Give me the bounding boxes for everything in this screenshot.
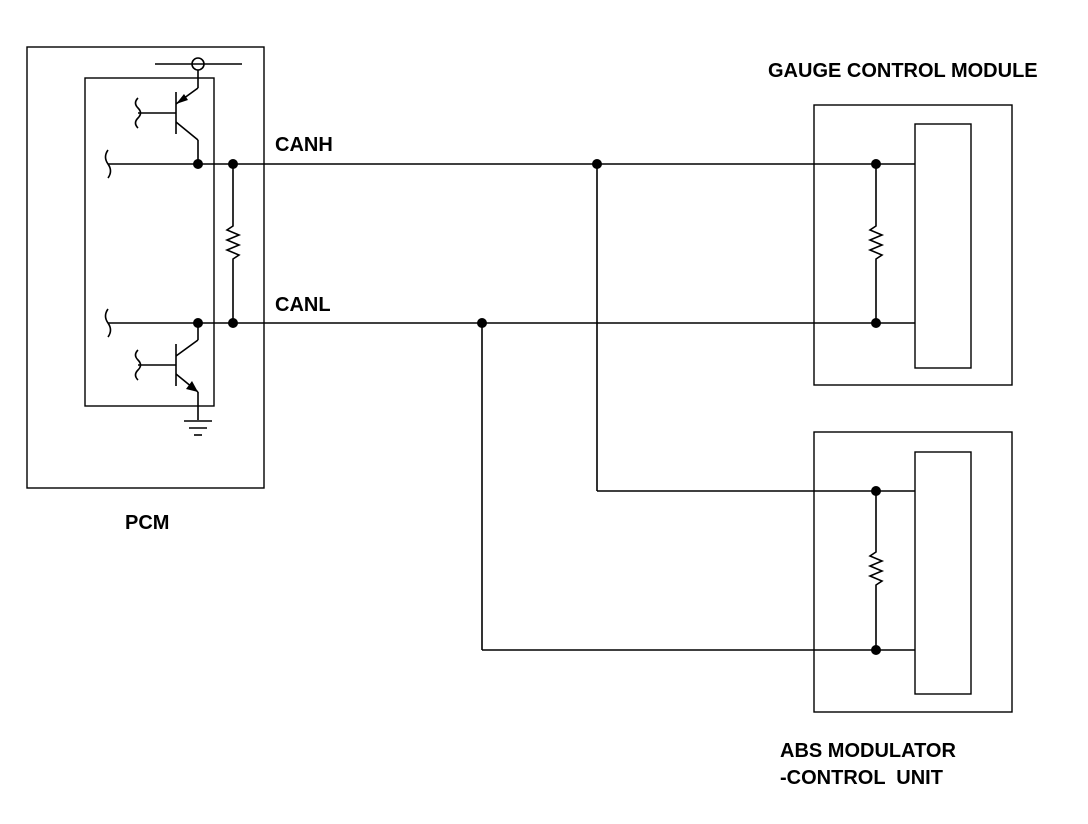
canh-label: CANH bbox=[275, 134, 333, 156]
junction-dots bbox=[193, 159, 881, 655]
abs-label-line1: ABS MODULATOR bbox=[780, 740, 956, 762]
ground-icon bbox=[184, 420, 212, 436]
pcm-outer-box bbox=[26, 46, 265, 489]
abs-termination-resistor bbox=[867, 491, 885, 650]
abs-inner-box bbox=[914, 451, 972, 695]
canl-label: CANL bbox=[275, 294, 331, 316]
gauge-inner-box bbox=[914, 123, 972, 369]
abs-control-unit bbox=[813, 431, 1013, 713]
pcm-termination-resistor bbox=[224, 164, 242, 323]
pcm-module bbox=[26, 46, 265, 489]
gauge-control-module-label: GAUGE CONTROL MODULE bbox=[768, 60, 1038, 82]
gauge-termination-resistor bbox=[867, 164, 885, 323]
canl-wire bbox=[108, 322, 915, 651]
pcm-label: PCM bbox=[125, 512, 169, 534]
pcm-inner-box bbox=[84, 77, 215, 407]
canh-wire bbox=[108, 163, 915, 492]
upper-transistor bbox=[134, 87, 199, 164]
gauge-outer-box bbox=[813, 104, 1013, 386]
abs-label-line2: -CONTROL UNIT bbox=[780, 767, 943, 789]
gauge-control-module bbox=[813, 104, 1013, 386]
abs-outer-box bbox=[813, 431, 1013, 713]
supply-terminal bbox=[155, 57, 242, 88]
